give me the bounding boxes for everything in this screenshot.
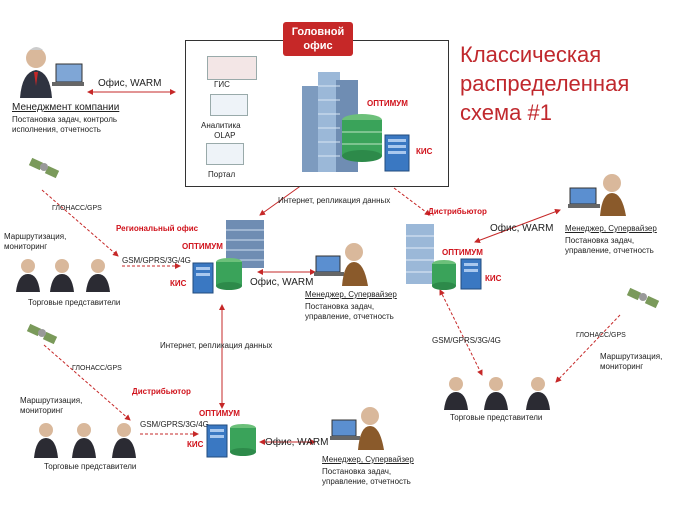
regional-server-icon (192, 262, 214, 294)
dist-left-warm-label: Офис, WARM (265, 437, 329, 448)
sales-reps-icon-left (34, 423, 136, 458)
sales-reps-icon-regional (16, 259, 110, 292)
mgmt-title: Менеджмент компании (12, 102, 120, 113)
dist-right-manager-title: Менеджер, Супервайзер (565, 224, 657, 233)
portal-label: Портал (208, 170, 236, 179)
dist-right-routing-label: Маршрутизация,мониторинг (600, 352, 663, 371)
reg-gsm-label: GSM/GPRS/3G/4G (122, 256, 191, 265)
hq-kis-label: КИС (416, 147, 433, 156)
dist-left-manager-desc: Постановка задач,управление, отчетность (322, 467, 411, 486)
dist-right-reps-label: Торговые представители (450, 413, 543, 422)
reg-manager-title: Менеджер, Супервайзер (305, 290, 397, 299)
mgmt-warm-label: Офис, WARM (98, 78, 162, 89)
reg-manager-desc: Постановка задач,управление, отчетность (305, 302, 394, 321)
reg-office-title: Региональный офис (116, 224, 199, 233)
dist-left-glonass-label: ГЛОНАСС/GPS (72, 365, 122, 372)
reg-internet-label: Интернет, репликация данных (160, 341, 273, 350)
gis-thumbnail (207, 56, 257, 80)
server-icon (384, 134, 410, 172)
portal-thumbnail (206, 143, 244, 165)
office-towers-icon (302, 72, 358, 172)
dist-right-gsm-label: GSM/GPRS/3G/4G (432, 336, 501, 345)
reg-warm-label: Офис, WARM (250, 277, 314, 288)
database-icon (342, 114, 382, 162)
reg-optimum-label: ОПТИМУМ (182, 242, 223, 251)
dist-left-manager-title: Менеджер, Супервайзер (322, 455, 414, 464)
dist-right-db-icon (432, 260, 456, 290)
dist-right-glonass-label: ГЛОНАСС/GPS (576, 332, 626, 339)
reg-reps-label: Торговые представители (28, 298, 121, 307)
satellite-icon-left (26, 323, 58, 345)
dist-right-kis-label: КИС (485, 274, 502, 283)
satellite-icon-right (626, 287, 660, 309)
dist-right-server-icon (460, 258, 482, 290)
dist-right-optimum-label: ОПТИМУМ (442, 248, 483, 257)
hq-internet-label: Интернет, репликация данных (278, 196, 391, 205)
dist-glonass-link (555, 314, 621, 383)
regional-db-icon (216, 258, 242, 290)
reg-kis-label: КИС (170, 279, 187, 288)
dist-left-server-icon (206, 424, 228, 458)
reg-routing-label: Маршрутизация,мониторинг (4, 232, 67, 251)
dist-left-title: Дистрибьютор (132, 387, 191, 396)
satellite-icon-regional (28, 157, 60, 179)
dist-manager-link (474, 208, 561, 244)
dist-right-manager-icon (568, 174, 626, 216)
regional-manager-icon (314, 243, 368, 286)
dist-left-manager-icon (330, 407, 384, 450)
executive-person-icon (20, 47, 84, 98)
hq-optimum-label: ОПТИМУМ (367, 99, 408, 108)
sales-reps-icon-right (444, 377, 550, 410)
dist-right-manager-desc: Постановка задач,управление, отчетность (565, 236, 654, 255)
dist-left-optimum-label: ОПТИМУМ (199, 409, 240, 418)
dist-left-reps-label: Торговые представители (44, 462, 137, 471)
dist-left-kis-label: КИС (187, 440, 204, 449)
dist-right-building-icon (406, 224, 434, 284)
gis-label: ГИС (214, 80, 230, 89)
reg-glonass-link (41, 189, 119, 257)
dist-left-db-icon (230, 424, 256, 456)
reg-glonass-label: ГЛОНАСС/GPS (52, 205, 102, 212)
dist-right-title: Дистрибьютор (428, 207, 487, 216)
dist-reps-link (439, 289, 483, 376)
olap-thumbnail (210, 94, 248, 116)
dist-left-gsm-label: GSM/GPRS/3G/4G (140, 420, 209, 429)
dist-right-warm-label: Офис, WARM (490, 223, 554, 234)
dist-left-routing-label: Маршрутизация,мониторинг (20, 396, 83, 415)
dist-glonass-link-left (43, 344, 131, 421)
